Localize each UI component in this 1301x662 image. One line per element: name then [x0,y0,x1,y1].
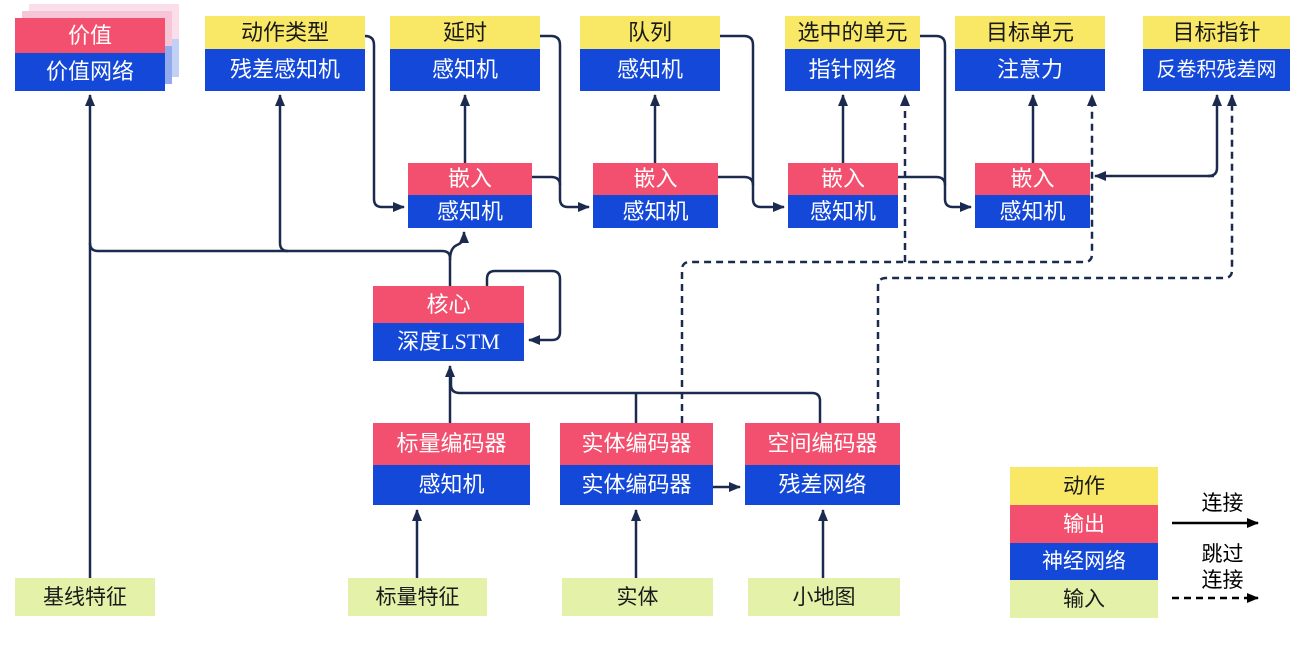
delay-label: 延时 [390,16,540,49]
embed2-label: 嵌入 [593,163,718,195]
value-output-label: 价值 [15,18,165,53]
node-delay: 延时 感知机 [390,16,540,91]
embed4-label: 嵌入 [975,163,1090,195]
node-baseline-features: 基线特征 [15,578,155,616]
action-type-label: 动作类型 [205,16,365,49]
embed3-label: 嵌入 [788,163,898,195]
baseline-features-label: 基线特征 [15,578,155,616]
node-selected-units: 选中的单元 指针网络 [785,16,920,91]
legend-action-label: 动作 [1010,467,1158,505]
legend-input-label: 输入 [1010,580,1158,618]
embed1-label: 嵌入 [408,163,532,195]
node-embed1: 嵌入 感知机 [408,163,532,228]
target-point-network-label: 反卷积残差网 [1143,49,1290,91]
legend-skip-label-line2: 连接 [1201,568,1244,592]
action-type-network-label: 残差感知机 [205,49,365,91]
core-label: 核心 [373,286,524,323]
legend-output-label: 输出 [1010,505,1158,543]
entities-label: 实体 [562,578,713,616]
target-point-label: 目标指针 [1143,16,1290,49]
selected-units-label: 选中的单元 [785,16,920,49]
target-unit-network-label: 注意力 [955,49,1105,91]
spatial-encoder-network-label: 残差网络 [745,465,900,505]
entity-encoder-network-label: 实体编码器 [560,465,713,505]
wire-to-targetpoint [1207,94,1222,178]
delay-network-label: 感知机 [390,49,540,91]
wire-core-to-embed1 [448,231,469,261]
node-minimap: 小地图 [748,578,900,616]
entity-encoder-label: 实体编码器 [560,423,713,465]
wire-embed1-out [532,175,562,186]
embed4-network-label: 感知机 [975,195,1090,228]
selected-units-network-label: 指针网络 [785,49,920,91]
target-unit-label: 目标单元 [955,16,1105,49]
legend-skip-label-line1: 跳过 [1201,542,1244,566]
node-scalar-features: 标量特征 [348,578,487,616]
scalar-features-label: 标量特征 [348,578,487,616]
wire-to-actiontype [275,94,289,253]
value-network-label: 价值网络 [15,53,165,91]
node-action-type: 动作类型 残差感知机 [205,16,365,91]
wire-delay-to-embed2 [540,34,590,212]
embed1-network-label: 感知机 [408,195,532,228]
node-queue: 队列 感知机 [580,16,720,91]
node-target-point: 目标指针 反卷积残差网 [1143,16,1290,91]
spatial-encoder-label: 空间编码器 [745,423,900,465]
embed3-network-label: 感知机 [788,195,898,228]
node-embed2: 嵌入 感知机 [593,163,718,228]
node-spatial-encoder: 空间编码器 残差网络 [745,423,900,505]
node-scalar-encoder: 标量编码器 感知机 [373,423,530,505]
core-network-label: 深度LSTM [373,323,524,361]
wire-skip-entity [680,94,1097,423]
embed2-network-label: 感知机 [593,195,718,228]
legend-connection-label: 连接 [1201,491,1244,515]
wire-skip-spatial [876,94,1237,423]
node-entity-encoder: 实体编码器 实体编码器 [560,423,713,505]
wire-core-to-left [88,242,452,259]
wire-selected-to-embed4 [920,34,972,212]
minimap-label: 小地图 [748,578,900,616]
node-target-unit: 目标单元 注意力 [955,16,1105,91]
queue-label: 队列 [580,16,720,49]
legend-neural-network-label: 神经网络 [1010,543,1158,580]
wire-embed2-out [718,175,755,186]
legend-color-key: 动作 输出 神经网络 输入 [1010,467,1158,618]
node-entities: 实体 [562,578,713,616]
wire-embed3-out [898,175,947,186]
queue-network-label: 感知机 [580,49,720,91]
node-embed3: 嵌入 感知机 [788,163,898,228]
node-embed4: 嵌入 感知机 [975,163,1090,228]
node-core: 核心 深度LSTM [373,286,524,361]
node-value: 价值 价值网络 [15,18,165,91]
wire-core-selfloop [485,269,562,345]
wire-actiontype-to-embed1 [364,34,405,212]
scalar-encoder-label: 标量编码器 [373,423,530,465]
scalar-encoder-network-label: 感知机 [373,465,530,505]
wire-queue-to-embed3 [720,34,785,212]
